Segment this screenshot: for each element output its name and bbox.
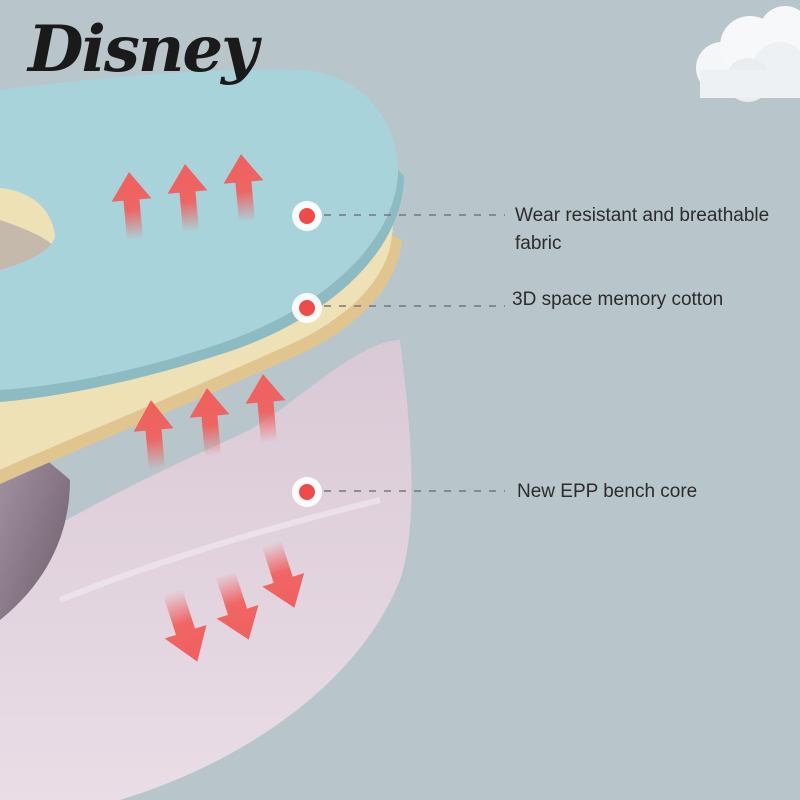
callout-label-memory-cotton: 3D space memory cotton bbox=[512, 289, 724, 310]
up-arrow-icon bbox=[133, 374, 286, 471]
callout-marker-1 bbox=[292, 201, 505, 231]
down-arrow-icon bbox=[163, 540, 305, 662]
callout-label-epp-core: New EPP bench core bbox=[517, 481, 698, 502]
disney-logo: Disney bbox=[28, 12, 258, 87]
cloud-icon bbox=[696, 6, 800, 102]
fabric-layer bbox=[0, 69, 404, 402]
callout-label-fabric: Wear resistant and breathable fabric bbox=[515, 205, 770, 254]
callout-marker-2 bbox=[292, 293, 505, 323]
up-arrow-icon bbox=[111, 154, 264, 241]
callout-marker-3 bbox=[292, 477, 505, 507]
